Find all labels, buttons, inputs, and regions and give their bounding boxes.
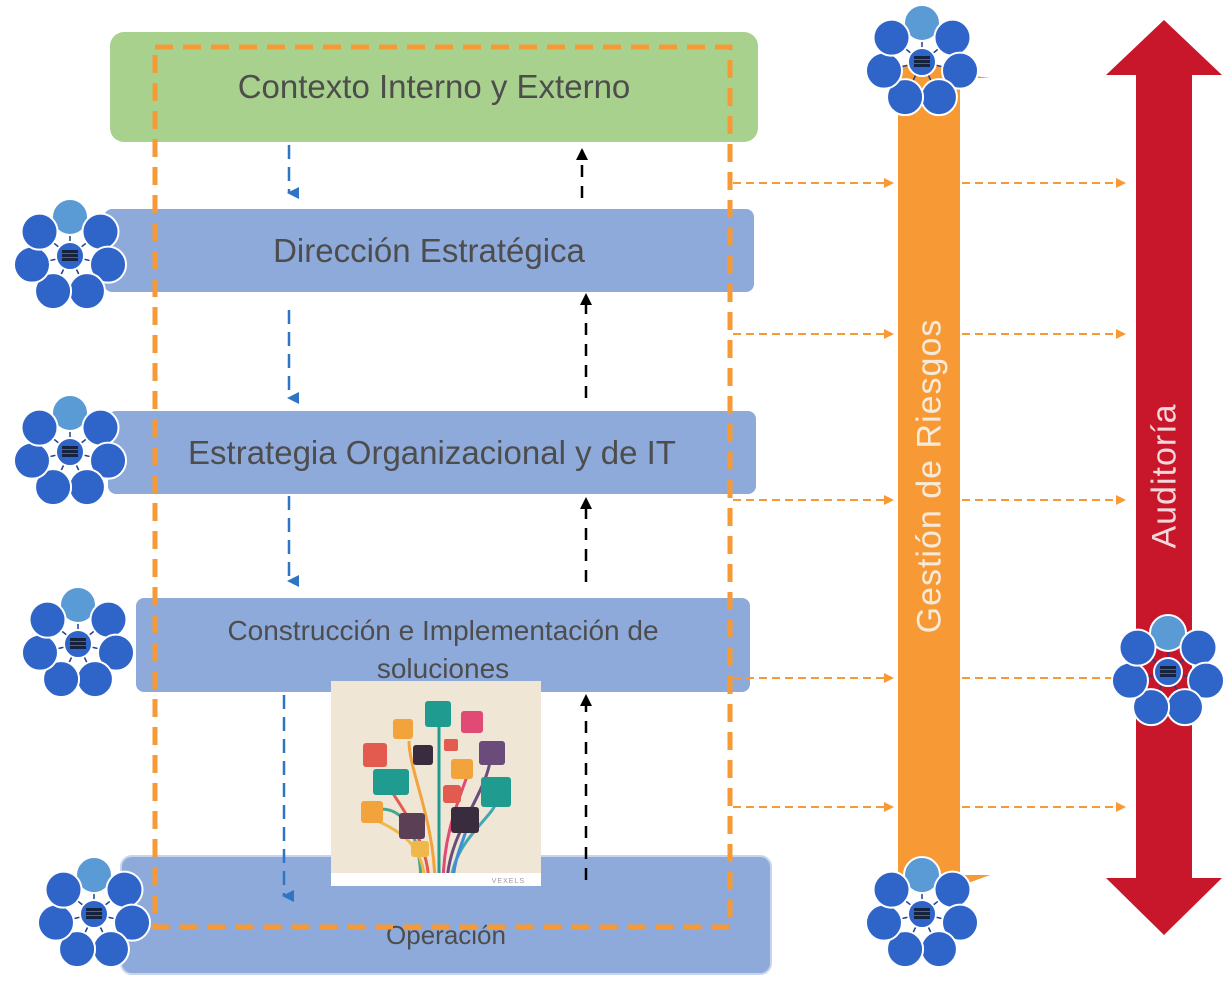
box-construccion-label: Construcción e Implementación de solucio…	[227, 615, 659, 684]
network-cluster-estrategia	[8, 392, 132, 521]
tree-icon-wifi	[479, 741, 505, 765]
network-cluster-icon	[36, 856, 152, 969]
cluster-node	[941, 51, 980, 90]
cluster-node	[58, 930, 97, 969]
cluster-node	[903, 856, 941, 894]
cluster-node	[20, 633, 59, 672]
cluster-node	[941, 903, 980, 942]
box-construccion-implementacion: Construcción e Implementación de solucio…	[136, 598, 750, 692]
tree-icon-monitor	[481, 777, 511, 807]
cluster-node	[51, 394, 89, 432]
cluster-node	[34, 468, 73, 507]
tree-icon-folder	[451, 759, 473, 779]
cluster-node	[20, 408, 59, 447]
cluster-node	[933, 18, 972, 57]
cluster-node	[864, 903, 903, 942]
cluster-node	[67, 272, 106, 311]
cluster-node	[1179, 628, 1218, 667]
cluster-node	[36, 903, 75, 942]
tree-icon-share	[443, 785, 461, 803]
cluster-node	[20, 212, 59, 251]
cluster-node	[1132, 688, 1171, 727]
tree-icon-phone	[425, 701, 451, 727]
network-cluster-construccion	[16, 584, 140, 713]
network-cluster-icon	[864, 856, 980, 969]
cluster-node	[44, 870, 83, 909]
cluster-node	[903, 4, 941, 42]
image-credit: VEXELS	[491, 878, 525, 885]
box-contexto-interno-externo: Contexto Interno y Externo	[110, 32, 758, 142]
cluster-node	[1165, 688, 1204, 727]
gestion-riesgos-label: Gestión de Riesgos	[910, 318, 949, 634]
tree-icon-battery	[444, 739, 458, 751]
cluster-node	[886, 930, 925, 969]
cluster-node	[75, 660, 114, 699]
tree-icon-chart	[393, 719, 413, 739]
cluster-node	[28, 600, 67, 639]
gestion-riesgos-bar	[898, 66, 960, 886]
cluster-node	[51, 198, 89, 236]
cluster-node	[12, 441, 51, 480]
cluster-node	[105, 870, 144, 909]
dashed-frame	[152, 44, 733, 930]
tree-svg	[331, 681, 541, 886]
cluster-node	[864, 51, 903, 90]
tree-icon-cloud	[451, 807, 479, 833]
cluster-node	[67, 468, 106, 507]
cluster-node	[75, 856, 113, 894]
cluster-node	[34, 272, 73, 311]
tree-icon-chat	[411, 841, 429, 857]
cluster-node	[1110, 661, 1149, 700]
network-cluster-icon	[864, 4, 980, 117]
network-cluster-auditoria	[1106, 612, 1224, 741]
auditoria-label: Auditoría	[1145, 403, 1184, 549]
cluster-node	[886, 78, 925, 117]
box-direccion-estrategica: Dirección Estratégica	[104, 209, 754, 292]
cluster-node	[1149, 614, 1187, 652]
network-cluster-operacion	[32, 854, 156, 983]
cluster-node	[81, 408, 120, 447]
cluster-node	[91, 930, 130, 969]
cluster-node	[872, 18, 911, 57]
cluster-node	[42, 660, 81, 699]
network-cluster-riesgos-top	[860, 2, 984, 131]
network-cluster-icon	[1110, 614, 1224, 727]
tree-icon-clock	[361, 801, 383, 823]
cluster-node	[113, 903, 152, 942]
technology-tree-illustration: VEXELS	[331, 681, 541, 886]
network-cluster-riesgos-bottom	[860, 854, 984, 983]
network-cluster-icon	[20, 586, 136, 699]
cluster-node	[919, 78, 958, 117]
cluster-node	[919, 930, 958, 969]
network-cluster-icon	[12, 394, 128, 507]
cluster-node	[1187, 661, 1224, 700]
cluster-node	[12, 245, 51, 284]
network-cluster-direccion	[8, 196, 132, 325]
cluster-node	[89, 441, 128, 480]
tree-icon-puzzle	[413, 745, 433, 765]
cluster-node	[59, 586, 97, 624]
box-contexto-label: Contexto Interno y Externo	[237, 68, 631, 105]
cluster-node	[97, 633, 136, 672]
cluster-node	[933, 870, 972, 909]
cluster-node	[89, 245, 128, 284]
cluster-node	[81, 212, 120, 251]
tree-icon-tablet	[399, 813, 425, 839]
tree-icon-gears	[461, 711, 483, 733]
cluster-node	[872, 870, 911, 909]
box-estrategia-label: Estrategia Organizacional y de IT	[188, 433, 676, 471]
network-cluster-icon	[12, 198, 128, 311]
box-direccion-label: Dirección Estratégica	[273, 231, 585, 269]
cluster-node	[1118, 628, 1157, 667]
auditoria-double-arrow	[1106, 20, 1222, 935]
tree-icon-computer	[373, 769, 409, 795]
tree-icon-satellite	[363, 743, 387, 767]
box-estrategia-organizacional: Estrategia Organizacional y de IT	[108, 411, 756, 494]
cluster-node	[89, 600, 128, 639]
